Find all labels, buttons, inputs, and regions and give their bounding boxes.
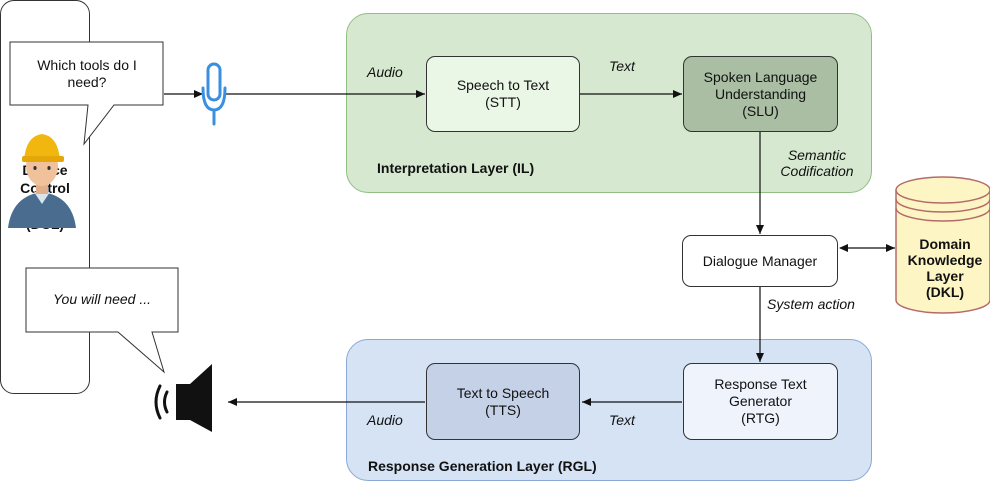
text-in-label: Text — [609, 58, 635, 74]
question-text: Which tools do I need? — [37, 57, 137, 90]
answer-bubble — [25, 267, 179, 374]
speaker-icon — [154, 364, 212, 432]
microphone-icon — [201, 62, 227, 126]
interpretation-layer-title: Interpretation Layer (IL) — [377, 160, 535, 176]
response-generation-layer-title: Response Generation Layer (RGL) — [368, 458, 597, 474]
question-bubble — [9, 41, 164, 146]
answer-text: You will need ... — [52, 291, 152, 307]
text-out-label: Text — [609, 412, 635, 428]
audio-in-label: Audio — [367, 64, 403, 80]
dialogue-manager-box: Dialogue Manager — [682, 235, 838, 287]
system-action-label: System action — [767, 296, 855, 312]
speech-to-text-box: Speech to Text(STT) — [426, 56, 580, 132]
database-icon — [895, 176, 990, 314]
worker-avatar-icon — [8, 134, 76, 228]
text-to-speech-box: Text to Speech(TTS) — [426, 363, 580, 440]
audio-out-label: Audio — [367, 412, 403, 428]
